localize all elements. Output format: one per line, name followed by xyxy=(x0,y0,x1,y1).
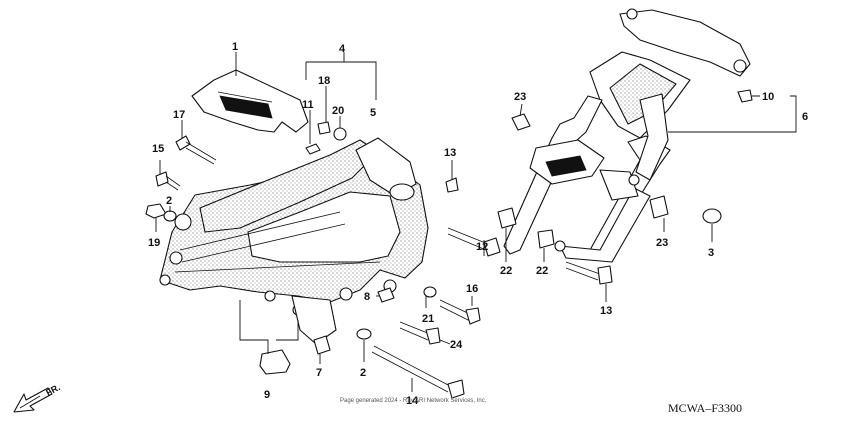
callout-10: 10 xyxy=(762,91,774,103)
callout-22-right: 22 xyxy=(536,265,548,277)
callout-8: 8 xyxy=(364,291,370,303)
callout-23-bottom: 23 xyxy=(656,237,668,249)
callout-13-top: 13 xyxy=(444,147,456,159)
callout-19: 19 xyxy=(148,237,160,249)
small-hardware-left xyxy=(145,121,481,399)
callout-labels: 1 4 18 11 20 5 17 15 2 19 9 7 2 8 14 21 … xyxy=(148,41,808,407)
callout-16: 16 xyxy=(466,283,478,295)
callout-12: 12 xyxy=(476,241,488,253)
callout-21: 21 xyxy=(422,313,434,325)
main-frame-body xyxy=(159,137,429,345)
frame-cover xyxy=(191,69,309,133)
callout-22-left: 22 xyxy=(500,265,512,277)
callout-7: 7 xyxy=(316,367,322,379)
front-label: FR. xyxy=(44,382,61,398)
callout-2-lower: 2 xyxy=(360,367,366,379)
callout-9: 9 xyxy=(264,389,270,401)
rear-subframe xyxy=(503,8,751,263)
callout-20: 20 xyxy=(332,105,344,117)
callout-13-bottom: 13 xyxy=(600,305,612,317)
copyright-text: Page generated 2024 - Ray ARI Network Se… xyxy=(340,398,487,404)
diagram-code: MCWA–F3300 xyxy=(668,401,742,415)
small-hardware-right xyxy=(445,89,753,285)
callout-17: 17 xyxy=(173,109,185,121)
callout-24: 24 xyxy=(450,339,463,351)
callout-2-left: 2 xyxy=(166,195,172,207)
callout-14: 14 xyxy=(406,395,419,407)
callout-5: 5 xyxy=(370,107,376,119)
callout-3: 3 xyxy=(708,247,714,259)
front-direction-arrow: FR. xyxy=(13,382,62,413)
callout-18: 18 xyxy=(318,75,330,87)
callout-11: 11 xyxy=(302,99,314,111)
callout-1: 1 xyxy=(232,41,238,53)
leader-lines xyxy=(155,52,797,392)
callout-6: 6 xyxy=(802,111,808,123)
callout-15: 15 xyxy=(152,143,164,155)
callout-23-top: 23 xyxy=(514,91,526,103)
callout-4: 4 xyxy=(339,43,346,55)
